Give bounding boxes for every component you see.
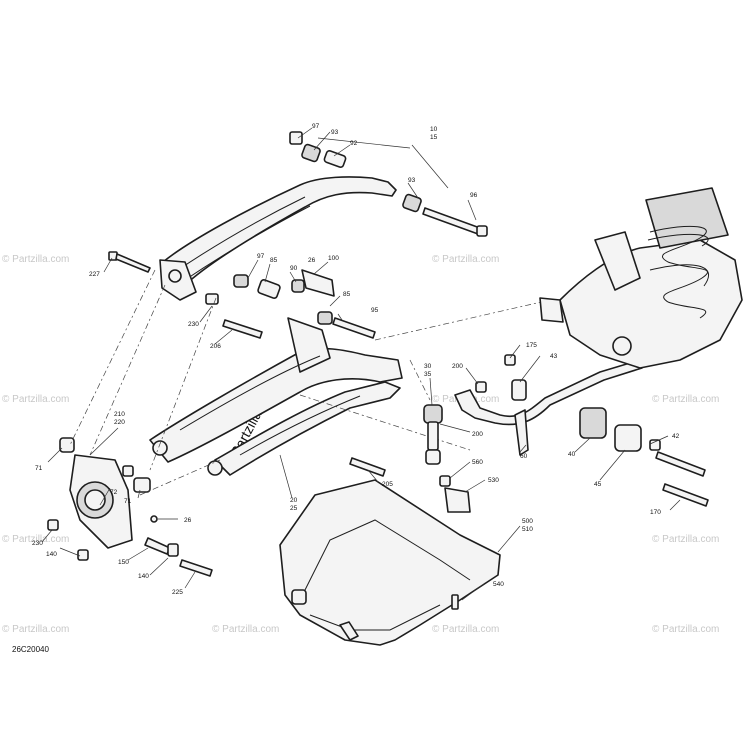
callout-140: 140 bbox=[46, 551, 57, 558]
callout-510: 510 bbox=[522, 526, 533, 533]
callout-140b: 140 bbox=[138, 573, 149, 580]
callout-26b: 26 bbox=[184, 517, 192, 524]
leader-lines bbox=[41, 127, 681, 601]
watermark: © Partzilla.com bbox=[652, 624, 719, 635]
watermark: © Partzilla.com bbox=[652, 534, 719, 545]
upper-trailing-arm bbox=[159, 176, 397, 301]
callout-230: 230 bbox=[188, 321, 199, 328]
callout-43: 43 bbox=[550, 353, 558, 360]
callout-97b: 97 bbox=[257, 253, 265, 260]
callout-227: 227 bbox=[89, 271, 100, 278]
callout-71b: 71 bbox=[124, 498, 132, 505]
watermark: © Partzilla.com bbox=[2, 254, 69, 265]
callout-72: 72 bbox=[110, 489, 118, 496]
callout-42: 42 bbox=[672, 433, 680, 440]
watermark: © Partzilla.com bbox=[432, 254, 499, 265]
callout-71: 71 bbox=[35, 465, 43, 472]
callout-206: 206 bbox=[210, 343, 221, 350]
callout-540: 540 bbox=[493, 581, 504, 588]
watermark: © Partzilla.com bbox=[212, 624, 279, 635]
callout-530: 530 bbox=[488, 477, 499, 484]
callout-97: 97 bbox=[312, 123, 320, 130]
watermark: © Partzilla.com bbox=[2, 624, 69, 635]
callout-205: 205 bbox=[382, 481, 393, 488]
callout-93b: 93 bbox=[408, 177, 416, 184]
callout-45: 45 bbox=[594, 481, 602, 488]
stabilizer-link bbox=[349, 354, 516, 513]
callout-93: 93 bbox=[331, 129, 339, 136]
watermark: © Partzilla.com bbox=[652, 394, 719, 405]
callout-labels: 97 93 92 10 15 93 96 227 97 85 90 26 100… bbox=[32, 123, 680, 596]
callout-100: 100 bbox=[328, 255, 339, 262]
middle-bushings bbox=[108, 251, 376, 339]
callout-20: 20 bbox=[290, 497, 298, 504]
callout-85: 85 bbox=[270, 257, 278, 264]
watermark: © Partzilla.com bbox=[432, 624, 499, 635]
callout-40: 40 bbox=[568, 451, 576, 458]
callout-60: 60 bbox=[520, 453, 528, 460]
callout-150: 150 bbox=[118, 559, 129, 566]
assembly-lines bbox=[69, 269, 551, 496]
callout-15: 15 bbox=[430, 134, 438, 141]
callout-225: 225 bbox=[172, 589, 183, 596]
callout-25: 25 bbox=[290, 505, 298, 512]
callout-30: 30 bbox=[424, 363, 432, 370]
callout-560: 560 bbox=[472, 459, 483, 466]
callout-35: 35 bbox=[424, 371, 432, 378]
callout-500: 500 bbox=[522, 518, 533, 525]
callout-200: 200 bbox=[452, 363, 463, 370]
callout-90: 90 bbox=[290, 265, 298, 272]
stabilizer-bar bbox=[454, 359, 709, 507]
lower-a-arm bbox=[149, 317, 403, 476]
skid-plate bbox=[279, 479, 501, 646]
callout-170: 170 bbox=[650, 509, 661, 516]
upper-bushings bbox=[289, 131, 488, 237]
callout-220: 220 bbox=[114, 419, 125, 426]
callout-95: 95 bbox=[371, 307, 379, 314]
hub-carrier bbox=[47, 437, 213, 577]
watermark: © Partzilla.com bbox=[2, 394, 69, 405]
callout-26: 26 bbox=[308, 257, 316, 264]
callout-96: 96 bbox=[470, 192, 478, 199]
diagram-code: 26C20040 bbox=[12, 645, 49, 654]
callout-230b: 230 bbox=[32, 540, 43, 547]
shock-absorber bbox=[539, 187, 743, 369]
callout-92: 92 bbox=[350, 140, 358, 147]
watermark: © Partzilla.com bbox=[2, 534, 69, 545]
callout-175: 175 bbox=[526, 342, 537, 349]
callout-10: 10 bbox=[430, 126, 438, 133]
callout-85b: 85 bbox=[343, 291, 351, 298]
shock-spring bbox=[647, 225, 710, 319]
callout-210: 210 bbox=[114, 411, 125, 418]
callout-200b: 200 bbox=[472, 431, 483, 438]
